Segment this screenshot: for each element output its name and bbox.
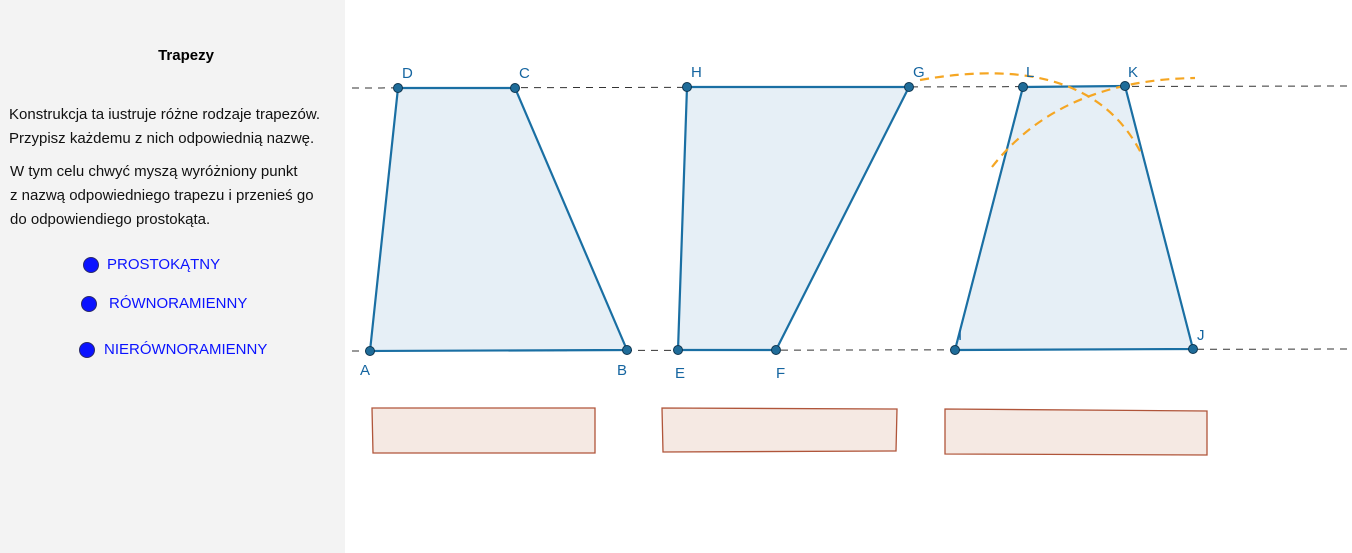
vertex-label-h: H (691, 64, 702, 81)
vertex-k[interactable] (1120, 81, 1130, 91)
vertex-label-j: J (1197, 327, 1205, 344)
option-label: PROSTOKĄTNY (107, 256, 221, 273)
drop-box-2[interactable] (661, 407, 898, 453)
vertex-l[interactable] (1018, 82, 1028, 92)
vertex-label-b: B (617, 362, 627, 379)
trapezoid-abcd[interactable] (368, 86, 629, 353)
vertex-j[interactable] (1188, 344, 1198, 354)
vertex-f[interactable] (771, 345, 781, 355)
draggable-point[interactable] (81, 296, 97, 312)
vertex-label-k: K (1128, 64, 1138, 81)
instruction-line: z nazwą odpowiedniego trapezu i przenieś… (10, 187, 314, 204)
vertex-b[interactable] (622, 345, 632, 355)
page-title: Trapezy (158, 47, 214, 64)
vertex-c[interactable] (510, 83, 520, 93)
vertex-label-f: F (776, 365, 785, 382)
instruction-line: Konstrukcja ta iustruje różne rodzaje tr… (9, 106, 320, 123)
vertex-a[interactable] (365, 346, 375, 356)
vertex-label-e: E (675, 365, 685, 382)
vertex-e[interactable] (673, 345, 683, 355)
instruction-line: Przypisz każdemu z nich odpowiednią nazw… (9, 130, 315, 147)
instructions-paragraph-2: W tym celu chwyć myszą wyróżniony punkt … (10, 160, 314, 232)
draggable-point[interactable] (83, 257, 99, 273)
trapezoid-ijkl[interactable] (953, 84, 1195, 352)
vertex-h[interactable] (682, 82, 692, 92)
instruction-line: do odpowiendiego prostokąta. (10, 211, 211, 228)
construction-arc (991, 76, 1196, 168)
construction-arc (919, 72, 1143, 156)
vertex-i[interactable] (950, 345, 960, 355)
parallel-line-bottom (351, 348, 1351, 352)
vertex-label-d: D (402, 65, 413, 82)
option-label: NIERÓWNORAMIENNY (104, 341, 268, 358)
vertex-g[interactable] (904, 82, 914, 92)
vertex-label-g: G (913, 64, 925, 81)
vertex-label-i: I (958, 327, 962, 344)
option-label: RÓWNORAMIENNY (109, 295, 248, 312)
vertex-label-l: L (1026, 64, 1034, 81)
vertex-d[interactable] (393, 83, 403, 93)
drop-box-1[interactable] (371, 407, 596, 454)
drop-box-3[interactable] (944, 408, 1208, 456)
geometry-canvas[interactable]: A B C D E F G H I J K L (345, 0, 1352, 553)
sidebar-panel: Trapezy Konstrukcja ta iustruje różne ro… (0, 0, 345, 553)
trapezoid-efgh[interactable] (676, 85, 911, 352)
draggable-point[interactable] (79, 342, 95, 358)
vertex-label-a: A (360, 362, 370, 379)
instruction-line: W tym celu chwyć myszą wyróżniony punkt (10, 163, 298, 180)
instructions-paragraph-1: Konstrukcja ta iustruje różne rodzaje tr… (9, 103, 320, 151)
vertex-label-c: C (519, 65, 530, 82)
